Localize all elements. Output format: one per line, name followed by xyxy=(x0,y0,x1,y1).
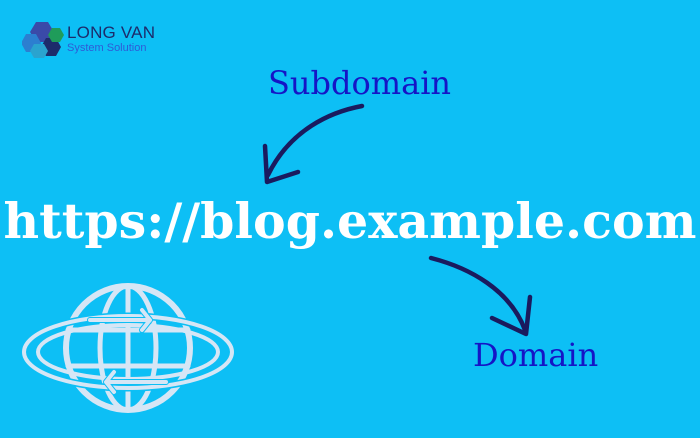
globe-exchange-icon xyxy=(20,283,236,413)
domain-label: Domain xyxy=(473,336,599,374)
brand-tagline: System Solution xyxy=(67,42,147,54)
brand-logo: LONG VAN System Solution xyxy=(22,20,172,62)
subdomain-label: Subdomain xyxy=(268,64,452,102)
logo-mark-icon xyxy=(22,22,64,58)
example-url: https://blog.example.com xyxy=(3,192,697,250)
brand-name: LONG VAN xyxy=(67,23,156,42)
